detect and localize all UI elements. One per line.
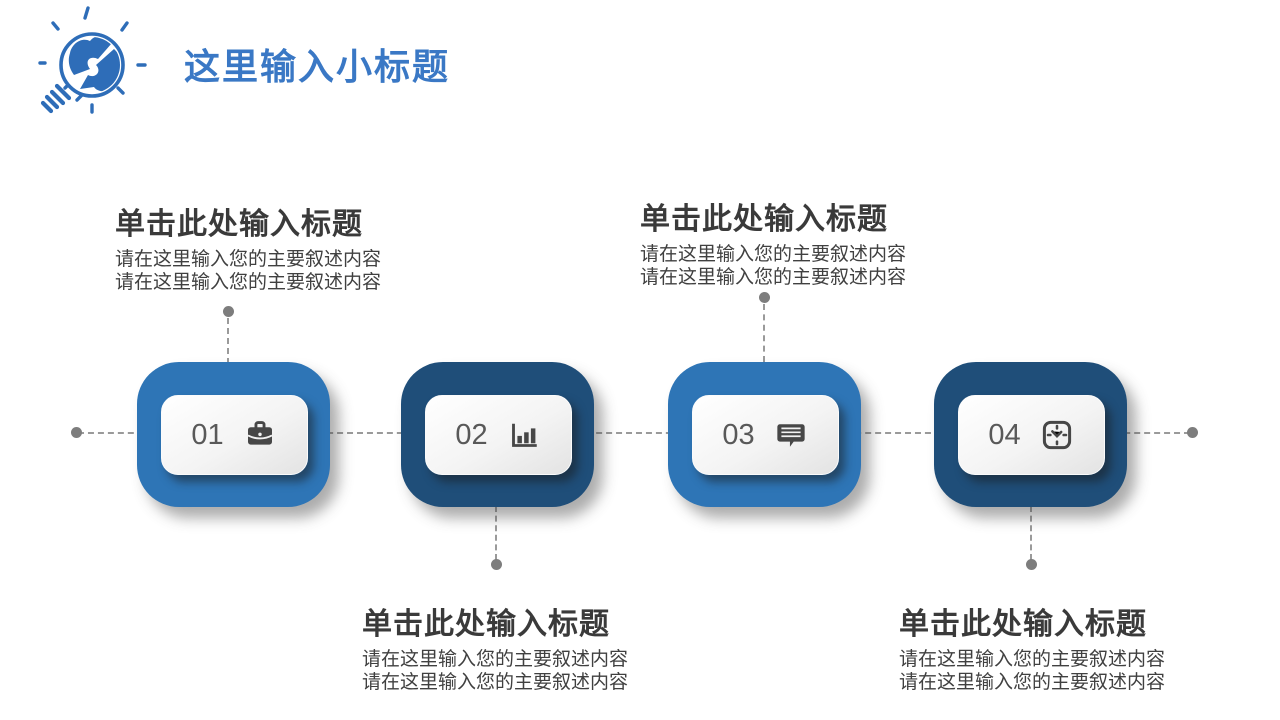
step-card-04-face: 04 (958, 395, 1105, 475)
text-block-line[interactable]: 请在这里输入您的主要叙述内容 (362, 649, 629, 670)
step-card-03-face: 03 (692, 395, 839, 475)
connector-dot-step-2 (491, 559, 502, 570)
connector-step-3 (763, 304, 765, 362)
text-block-heading[interactable]: 单击此处输入标题 (115, 208, 363, 241)
lightbulb-puzzle-logo-icon (38, 6, 147, 114)
briefcase-icon (242, 417, 278, 453)
step-card-01[interactable]: 01 (137, 362, 330, 507)
step-card-04[interactable]: 04 (934, 362, 1127, 507)
text-block-line[interactable]: 请在这里输入您的主要叙述内容 (640, 267, 907, 288)
slide-subtitle-placeholder[interactable]: 这里输入小标题 (184, 46, 451, 87)
step-number-01: 01 (191, 418, 224, 451)
text-block-heading[interactable]: 单击此处输入标题 (640, 203, 888, 236)
text-block-below-step-4[interactable]: 单击此处输入标题 请在这里输入您的主要叙述内容 请在这里输入您的主要叙述内容 (899, 599, 1165, 694)
connector-step-1 (227, 318, 229, 364)
text-block-line[interactable]: 请在这里输入您的主要叙述内容 (640, 244, 907, 265)
text-block-heading[interactable]: 单击此处输入标题 (362, 608, 610, 641)
speech-bubble-icon (773, 417, 809, 453)
connector-step-2 (495, 506, 497, 560)
text-block-line[interactable]: 请在这里输入您的主要叙述内容 (362, 672, 629, 693)
step-number-03: 03 (722, 418, 755, 451)
step-card-01-face: 01 (161, 395, 308, 475)
text-block-heading[interactable]: 单击此处输入标题 (899, 608, 1147, 641)
text-block-above-step-3[interactable]: 单击此处输入标题 请在这里输入您的主要叙述内容 请在这里输入您的主要叙述内容 (640, 194, 906, 289)
text-block-line[interactable]: 请在这里输入您的主要叙述内容 (899, 649, 1166, 670)
text-block-line[interactable]: 请在这里输入您的主要叙述内容 (899, 672, 1166, 693)
text-block-below-step-2[interactable]: 单击此处输入标题 请在这里输入您的主要叙述内容 请在这里输入您的主要叙述内容 (362, 599, 628, 694)
text-block-line[interactable]: 请在这里输入您的主要叙述内容 (115, 272, 382, 293)
connector-dot-step-4 (1026, 559, 1037, 570)
connector-dot-step-1 (223, 306, 234, 317)
step-number-04: 04 (988, 418, 1021, 451)
bar-chart-icon (506, 417, 542, 453)
timeline-dashed-line (78, 432, 1190, 434)
step-card-02[interactable]: 02 (401, 362, 594, 507)
step-card-03[interactable]: 03 (668, 362, 861, 507)
connector-dot-step-3 (759, 292, 770, 303)
clock-icon (1039, 417, 1075, 453)
step-card-02-face: 02 (425, 395, 572, 475)
text-block-above-step-1[interactable]: 单击此处输入标题 请在这里输入您的主要叙述内容 请在这里输入您的主要叙述内容 (115, 199, 381, 294)
step-number-02: 02 (455, 418, 488, 451)
connector-step-4 (1030, 506, 1032, 560)
timeline-start-dot (71, 427, 82, 438)
text-block-line[interactable]: 请在这里输入您的主要叙述内容 (115, 249, 382, 270)
timeline-end-dot (1187, 427, 1198, 438)
